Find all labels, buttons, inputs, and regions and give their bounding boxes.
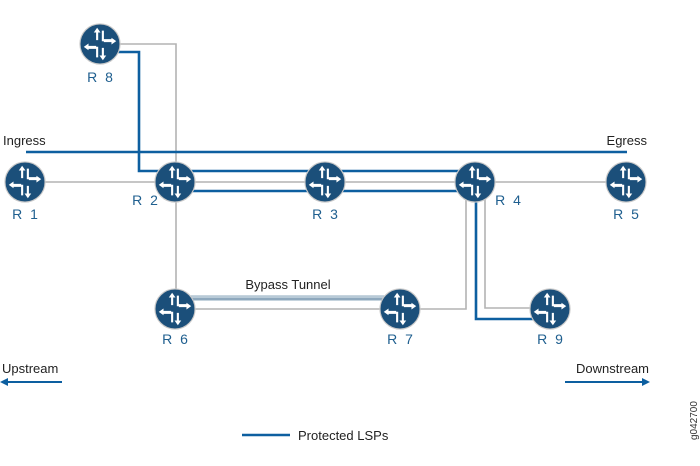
downstream-arrow-icon (565, 378, 650, 386)
router-label-r6: R 6 (162, 331, 190, 347)
router-r5-icon[interactable] (605, 161, 647, 203)
upstream-label: Upstream (2, 361, 58, 376)
router-label-r8: R 8 (87, 69, 115, 85)
egress-label: Egress (607, 133, 648, 148)
downstream-label: Downstream (576, 361, 649, 376)
router-r2-icon[interactable] (154, 161, 196, 203)
router-r9-icon[interactable] (529, 288, 571, 330)
router-r3-icon[interactable] (304, 161, 346, 203)
upstream-arrow-icon (0, 378, 62, 386)
router-label-r7: R 7 (387, 331, 415, 347)
router-label-r2: R 2 (132, 192, 160, 208)
router-label-r1: R 1 (12, 206, 40, 222)
link-r8-r2 (100, 43, 177, 182)
ingress-label: Ingress (3, 133, 46, 148)
bypass-tunnel-label: Bypass Tunnel (245, 277, 330, 292)
router-label-r5: R 5 (613, 206, 641, 222)
router-label-r3: R 3 (312, 206, 340, 222)
legend-label: Protected LSPs (298, 428, 389, 443)
router-r4-icon[interactable] (454, 161, 496, 203)
router-r6-icon[interactable] (154, 288, 196, 330)
lsp-r4-r9 (474, 190, 535, 321)
router-r8-icon[interactable] (79, 23, 121, 65)
router-label-r4: R 4 (495, 192, 523, 208)
lsp-r8-r4 (118, 50, 460, 173)
router-r1-icon[interactable] (4, 161, 46, 203)
router-label-r9: R 9 (537, 331, 565, 347)
link-r7-r4 (400, 190, 467, 310)
router-r7-icon[interactable] (379, 288, 421, 330)
link-r4-r9 (484, 190, 550, 309)
figure-id: g042700 (689, 401, 700, 440)
